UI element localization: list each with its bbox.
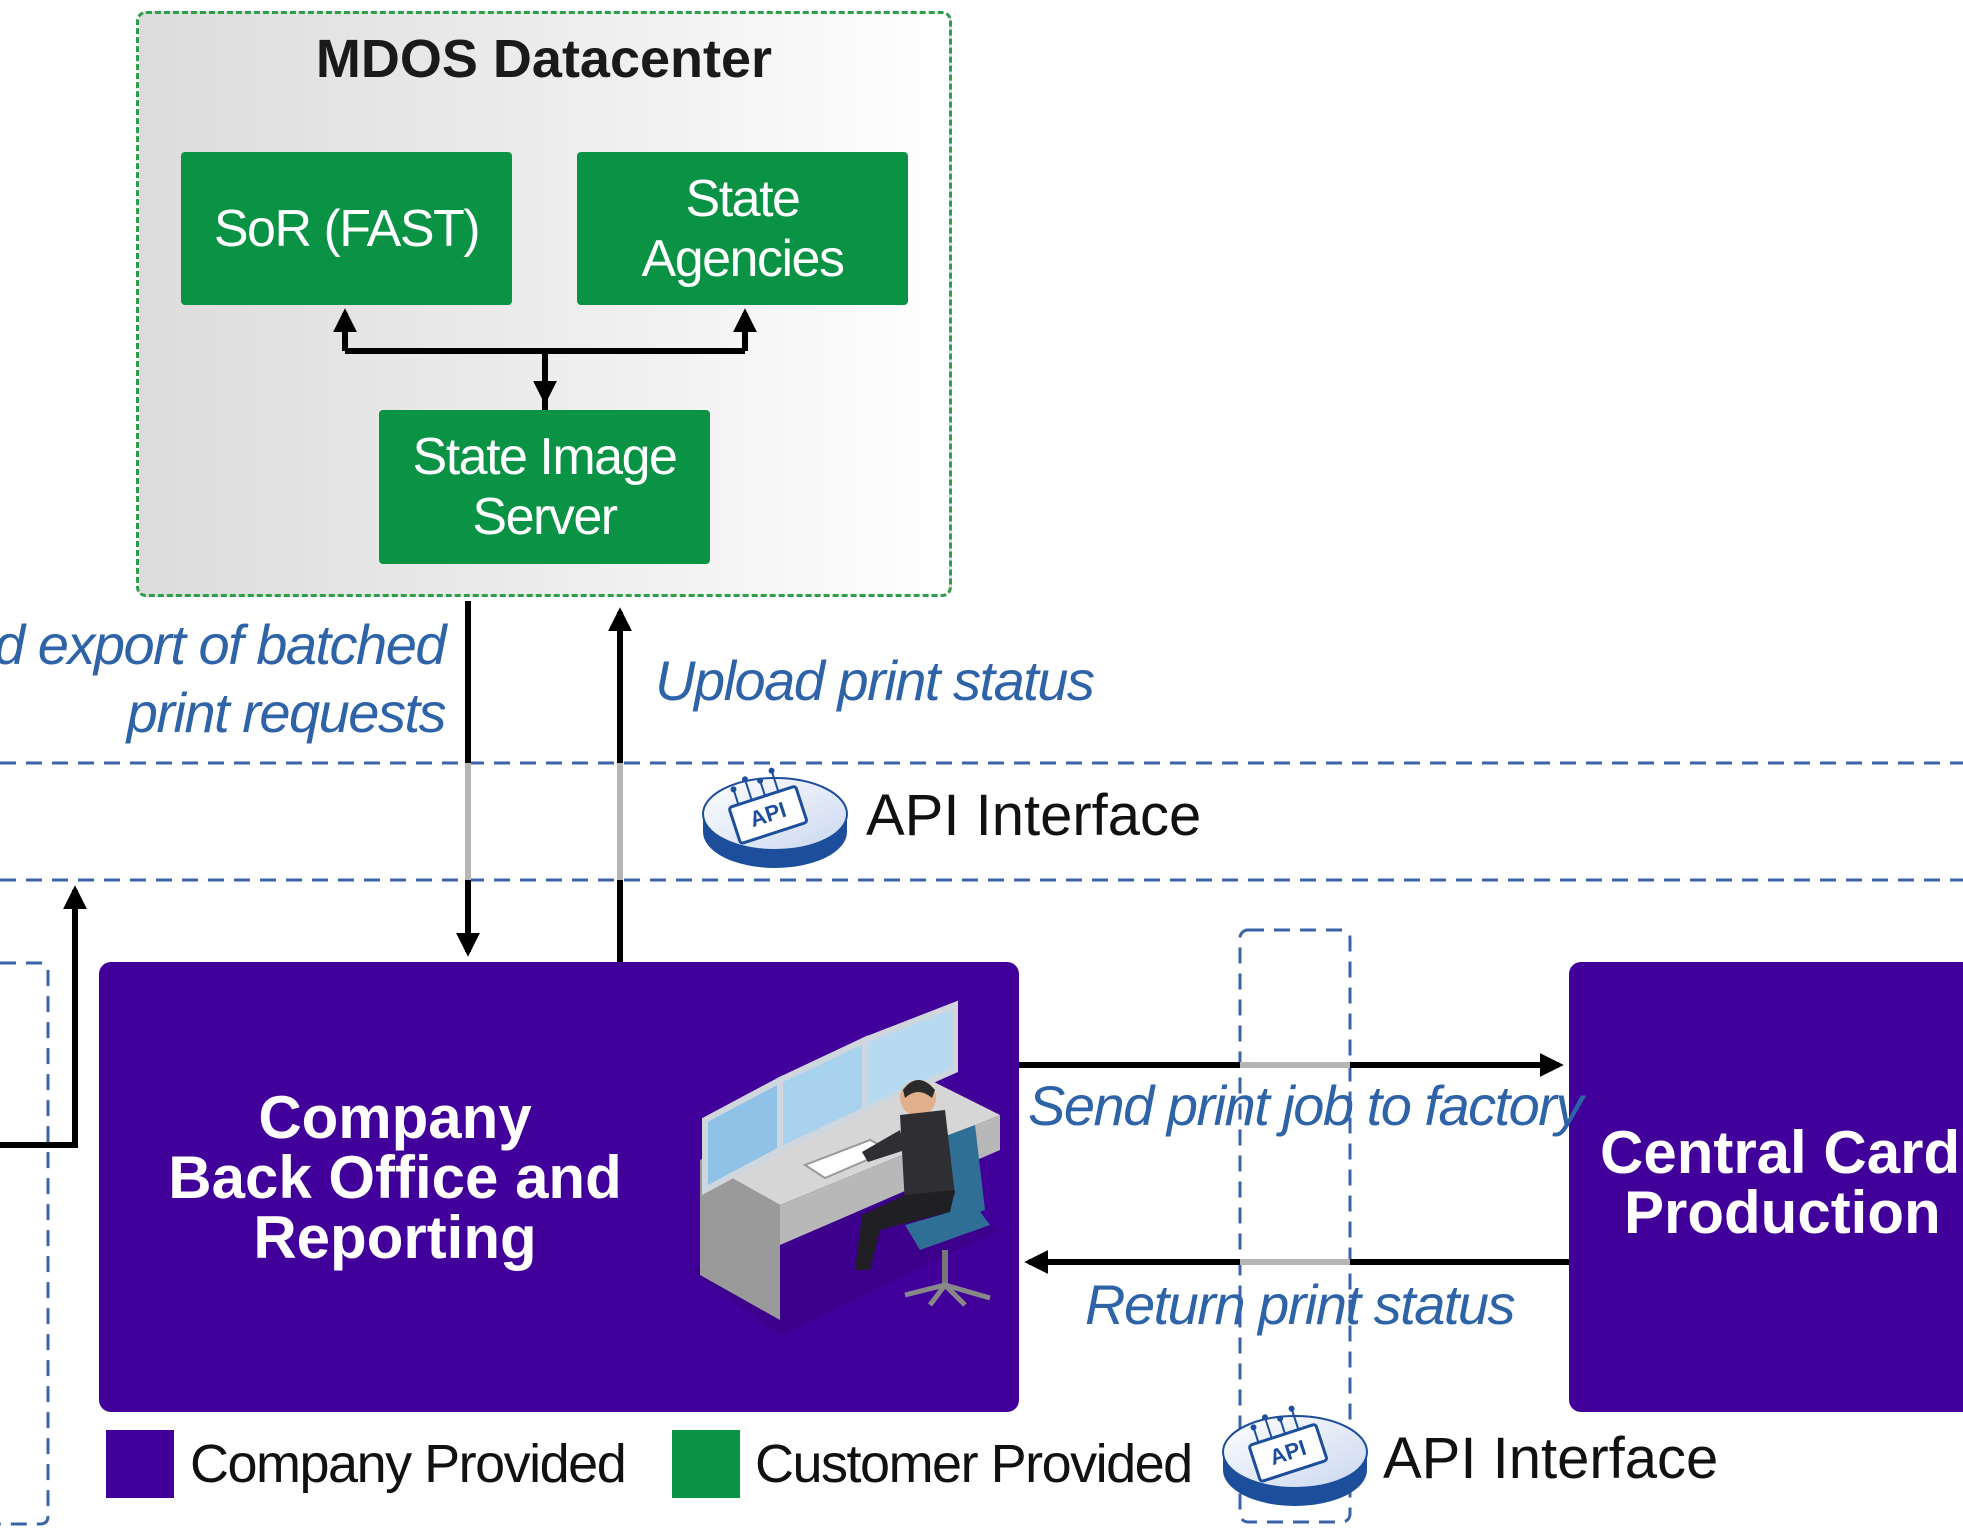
central-label: Central Card Production bbox=[1600, 1123, 1963, 1243]
back-office-label: Company Back Office and Reporting bbox=[110, 1088, 680, 1268]
central-line2: Production bbox=[1624, 1179, 1941, 1246]
sor-fast-box: SoR (FAST) bbox=[181, 152, 512, 305]
state-image-server-box: State Image Server bbox=[379, 410, 710, 564]
send-print-job-label: Send print job to factory bbox=[1028, 1074, 1583, 1137]
api-interface-label-top: API Interface bbox=[866, 783, 1202, 848]
left-dashed-box bbox=[0, 961, 50, 1526]
api-interface-label-bottom: API Interface bbox=[1383, 1426, 1719, 1491]
legend-company-swatch bbox=[106, 1430, 174, 1498]
export-label-line1: d export of batched bbox=[0, 613, 446, 676]
sor-fast-label: SoR (FAST) bbox=[213, 199, 481, 258]
image-server-label-line1: State Image bbox=[412, 428, 678, 486]
legend-customer-swatch bbox=[672, 1430, 740, 1498]
api-column-dashed-box bbox=[1238, 928, 1352, 1524]
central-line1: Central Card bbox=[1600, 1119, 1961, 1186]
return-status-label: Return print status bbox=[1085, 1273, 1516, 1336]
state-agencies-label-line1: State bbox=[685, 169, 801, 228]
datacenter-title: MDOS Datacenter bbox=[315, 29, 773, 89]
legend-customer-label: Customer Provided bbox=[755, 1434, 1193, 1494]
state-agencies-box: State Agencies bbox=[577, 152, 908, 305]
legend-company-label: Company Provided bbox=[190, 1434, 627, 1494]
back-office-line1: Company bbox=[258, 1084, 532, 1151]
central-card-production-box bbox=[1569, 962, 1963, 1412]
back-office-line2: Back Office and bbox=[168, 1144, 622, 1211]
back-office-line3: Reporting bbox=[253, 1204, 537, 1271]
export-label-line2: print requests bbox=[126, 681, 447, 744]
image-server-label-line2: Server bbox=[472, 488, 618, 546]
upload-status-label: Upload print status bbox=[655, 649, 1095, 712]
state-agencies-label-line2: Agencies bbox=[641, 229, 845, 288]
api-chip-icon: API bbox=[1222, 1405, 1368, 1506]
left-elbow-arrow bbox=[0, 885, 87, 1148]
operator-workstation-icon bbox=[690, 1000, 1000, 1335]
api-chip-icon: API bbox=[702, 767, 848, 868]
